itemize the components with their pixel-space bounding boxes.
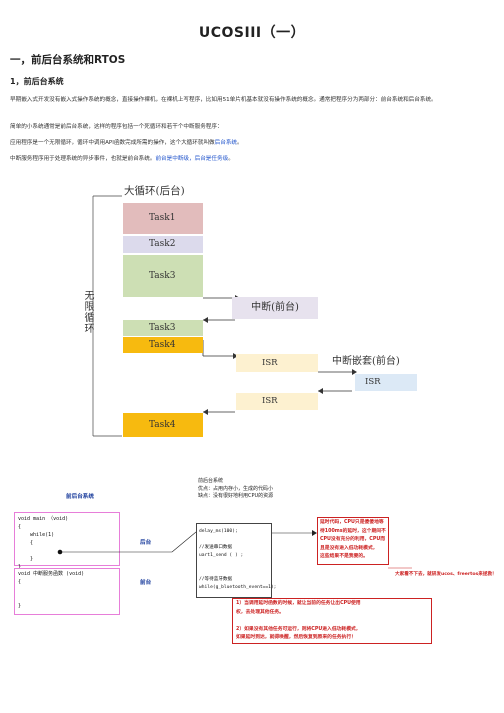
pros-cons: 前后台系统 优点：占用内存小，生成的代码小 缺点：没有很好地利用CPU的资源	[198, 478, 274, 499]
delay-note: 延时代码，CPU只是傻傻地等 待100ms的延时，这个期间不 CPU没有充分的利…	[320, 520, 386, 559]
paragraph-4: 中断服务程序用于处理系统的异步事件，也就是前台系统。前台是中断级，后台是任务级。	[10, 156, 234, 162]
task1-block: Task1	[123, 203, 203, 234]
page-title: UCOSIII（一）	[198, 25, 306, 41]
highlight-background: 后台系统	[214, 140, 238, 146]
rescue-note: 大家看不下去，就研发ucos、freertos来拯救！	[395, 572, 497, 577]
back-label: 后台	[140, 540, 152, 546]
task2-block: Task2	[123, 236, 203, 253]
fg-bg-title: 前后台系统	[66, 494, 94, 500]
paragraph-2: 简单的小系统通常是前后台系统，这样的程序包括一个死循环和若干个中断服务程序：	[10, 124, 223, 130]
isr-block-nested: ISR	[355, 374, 417, 391]
nested-interrupt-label: 中断嵌套(前台)	[332, 356, 400, 367]
highlight-foreground: 前台是中断级，后台是任务级	[155, 156, 229, 162]
task3-block: Task3	[123, 255, 203, 297]
section-heading: 一，前后台系统和RTOS	[10, 54, 126, 66]
note1-box	[317, 517, 389, 565]
isr-block-2: ISR	[236, 393, 318, 410]
task4-block-resumed: Task4	[123, 413, 203, 437]
main-code: void main （void) { while(1) { } }	[18, 516, 69, 570]
front-label: 前台	[140, 580, 152, 586]
isr-code: void 中断服务函数 (void) { }	[18, 571, 85, 609]
isr-code-box	[14, 568, 120, 615]
delay-code: delay_ms(100); //发送串口数据 uart1_send ( ) ;…	[199, 529, 277, 590]
task4-block: Task4	[123, 337, 203, 353]
isr-block-1: ISR	[236, 354, 318, 372]
big-loop-label: 大循环(后台)	[124, 185, 185, 197]
note3-box	[232, 598, 432, 644]
infinite-loop-label: 无限循环	[82, 290, 93, 334]
paragraph-1: 早期嵌入式开发没有嵌入式操作系统的概念，直接操作裸机，在裸机上写程序，比如用51…	[10, 97, 437, 103]
interrupt-block: 中断(前台)	[232, 297, 318, 319]
rtos-solution-note: 1）当调用延时函数的时候，就让当前的任务让出CPU使用 权，去处理其他任务。 2…	[236, 601, 361, 640]
paragraph-3: 应用程序是一个无限循环，循环中调用API函数完成所需的操作，这个大循环就叫做后台…	[10, 140, 243, 146]
delay-code-box	[196, 523, 272, 598]
main-code-box	[14, 512, 120, 566]
subsection-heading: 1，前后台系统	[10, 77, 64, 86]
task3-block-resumed: Task3	[123, 320, 203, 336]
